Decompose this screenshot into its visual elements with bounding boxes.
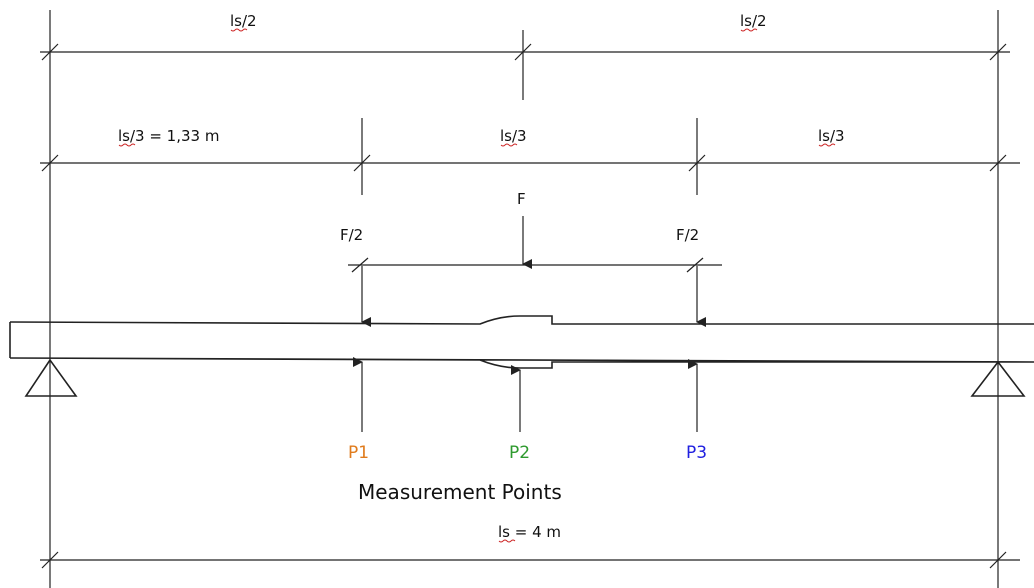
dim-label-total: ls = 4 m [498, 523, 561, 541]
load-label-left: F/2 [340, 226, 363, 244]
dim-label-third-right: ls/3 [818, 127, 845, 145]
caption-background [318, 470, 738, 518]
load-label-right: F/2 [676, 226, 699, 244]
measurement-point-p2: P2 [509, 443, 530, 463]
dim-label-third-left: ls/3 = 1,33 m [118, 127, 219, 145]
right-support [970, 360, 1026, 397]
measurement-point-p1: P1 [348, 443, 369, 463]
load-label-center: F [517, 190, 526, 208]
dim-label-third-mid: ls/3 [500, 127, 527, 145]
beam [9, 315, 1034, 369]
left-support [24, 358, 78, 397]
measurement-point-p3: P3 [686, 443, 707, 463]
total-span-dimension [40, 551, 1020, 569]
dim-label-top-right: ls/2 [740, 12, 767, 30]
measurement-points-caption: Measurement Points [358, 480, 562, 504]
half-span-dimension [40, 30, 1010, 100]
third-span-dimension [40, 118, 1020, 195]
dim-label-top-left: ls/2 [230, 12, 257, 30]
load-spreader [348, 257, 722, 273]
